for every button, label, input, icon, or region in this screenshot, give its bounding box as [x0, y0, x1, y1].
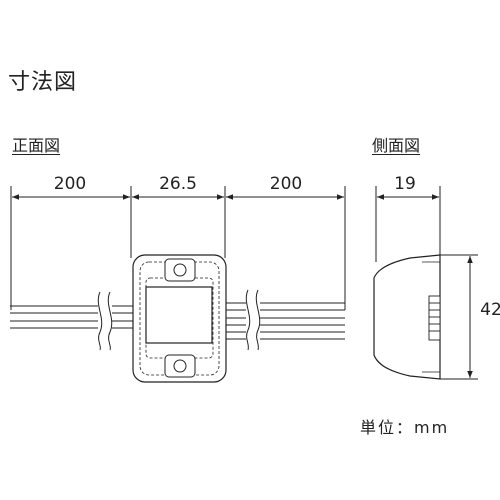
right-break-marks	[245, 289, 261, 351]
device-body-side	[373, 254, 441, 380]
unit-note: 単位：mm	[360, 418, 450, 437]
right-lead-wires	[222, 302, 345, 340]
mounting-hole-top	[164, 258, 196, 282]
mounting-hole-bottom	[164, 354, 196, 378]
side-connector-fins	[428, 295, 441, 341]
side-depth-dimension-label: 19	[394, 174, 416, 194]
left-lead-wires	[10, 305, 134, 329]
left-break-marks	[97, 291, 113, 351]
body-width-dimension-label: 26.5	[159, 174, 197, 194]
side-height-dimension-label: 42	[480, 300, 500, 320]
drawing-title: 寸法図	[8, 70, 78, 95]
right-lead-dimension-label: 200	[269, 174, 303, 194]
front-view-title: 正面図	[12, 136, 61, 155]
side-extension-lines	[375, 186, 478, 380]
left-lead-dimension-label: 200	[53, 174, 87, 194]
device-body-front	[132, 254, 227, 383]
side-view-title: 側面図	[372, 136, 421, 155]
side-dimension-lines	[377, 194, 473, 378]
front-extension-lines	[10, 186, 346, 310]
